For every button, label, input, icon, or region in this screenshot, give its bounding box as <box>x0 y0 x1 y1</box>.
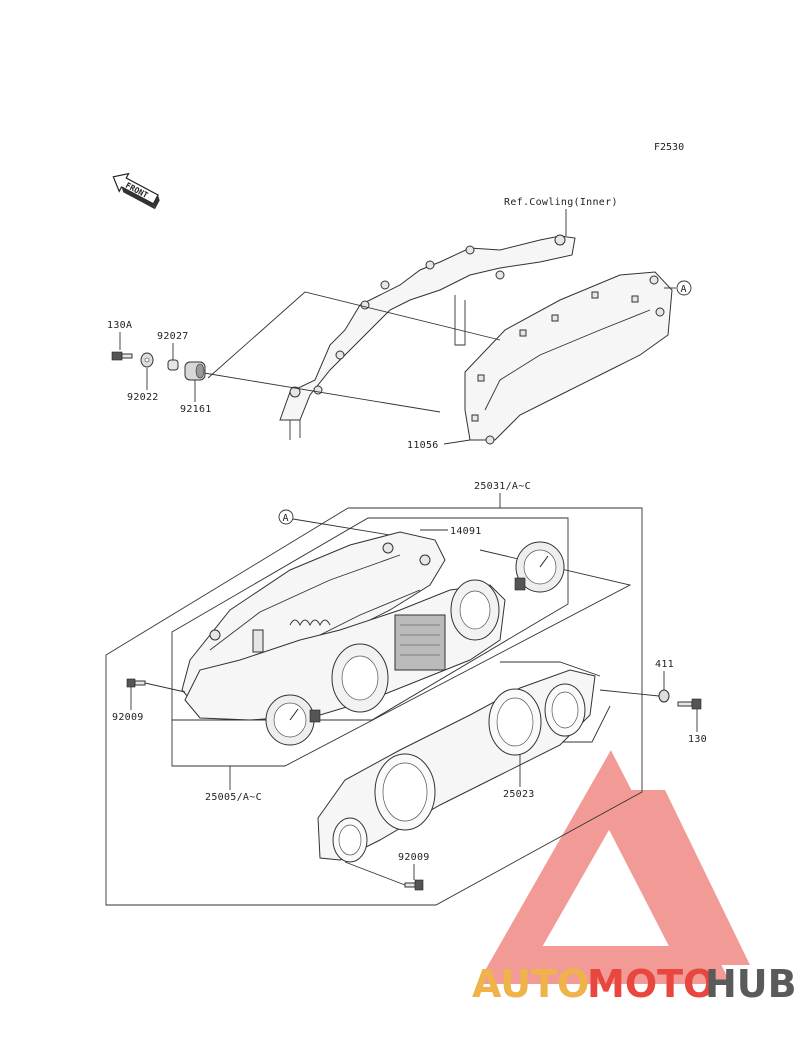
part-92022-label: 92022 <box>127 392 159 403</box>
lcd-display <box>394 614 446 671</box>
watermark-m-icon <box>610 790 750 965</box>
figure-code: F2530 <box>654 142 684 153</box>
part-11056-label: 11056 <box>407 440 439 451</box>
part-25005-label: 25005/A~C <box>205 792 262 803</box>
front-arrow-icon <box>112 172 159 205</box>
watermark-word-moto: MOTO <box>587 962 715 1006</box>
part-92009-left-label: 92009 <box>112 712 144 723</box>
watermark-word-auto: AUTO <box>472 962 589 1006</box>
part-25023-label: 25023 <box>503 789 535 800</box>
callout-a-lower <box>278 509 294 525</box>
part-14091-label: 14091 <box>450 526 482 537</box>
part-130a-label: 130A <box>107 320 132 331</box>
meter-face-unit <box>184 579 506 721</box>
damper-92161 <box>184 361 206 381</box>
part-92009-bottom-label: 92009 <box>398 852 430 863</box>
watermark-triangle-icon <box>477 750 732 984</box>
screw-92009-left <box>126 678 146 688</box>
part-130-label: 130 <box>688 734 707 745</box>
watermark-logo <box>477 750 750 984</box>
part-92027-label: 92027 <box>157 331 189 342</box>
callout-a-lower-label: A <box>283 513 289 524</box>
front-arrow: FRONT <box>112 172 160 210</box>
screw-92009-bottom <box>404 879 424 891</box>
callout-a-upper-label: A <box>681 284 687 295</box>
assembly-outline-25031 <box>105 507 643 906</box>
bolt-130 <box>677 698 702 710</box>
meter-bracket-11056 <box>464 271 673 445</box>
watermark-word-hub: HUB <box>705 962 797 1006</box>
meter-cover-25023 <box>317 669 596 863</box>
small-gauge-lower <box>265 694 321 746</box>
watermark-text: AUTO MOTO HUB <box>472 962 797 1006</box>
reference-note: Ref.Cowling(Inner) <box>504 197 618 208</box>
part-92161-label: 92161 <box>180 404 212 415</box>
callout-a-upper <box>676 280 692 296</box>
part-411-label: 411 <box>655 659 674 670</box>
washer-411 <box>658 689 670 703</box>
collar-92027 <box>167 359 179 371</box>
bolt-130a <box>111 351 133 361</box>
small-gauge-upper <box>514 541 565 593</box>
part-25031-label: 25031/A~C <box>474 481 531 492</box>
